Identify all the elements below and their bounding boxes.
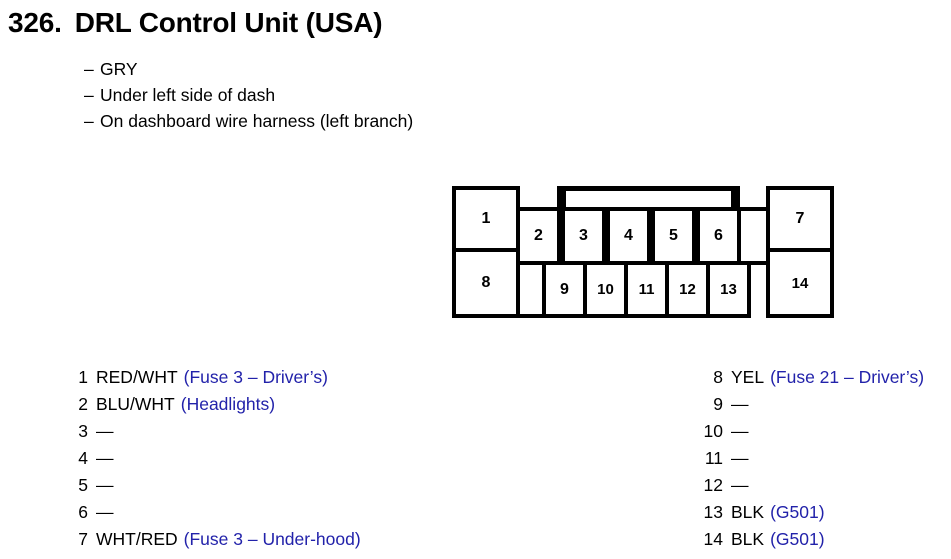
latch-post-left — [557, 186, 566, 211]
pin-description: (Fuse 21 – Driver’s) — [770, 367, 925, 387]
page-title-text: DRL Control Unit (USA) — [74, 7, 383, 38]
latch-top-bar — [557, 186, 740, 191]
pin-number: 5 — [78, 475, 88, 495]
pin-row: 7 WHT/RED(Fuse 3 – Under-hood) — [62, 526, 361, 553]
connector-pin-7: 7 — [766, 186, 834, 252]
pin-number: 8 — [713, 367, 723, 387]
pin-wire-code: — — [731, 475, 749, 495]
pin-wire-code: BLU/WHT — [96, 394, 175, 414]
latch-post-right — [731, 186, 740, 211]
pin-description: (Fuse 3 – Under-hood) — [183, 529, 361, 549]
pin-row: 4— — [62, 445, 361, 472]
pin-description: (G501) — [770, 502, 825, 522]
connector-pin-3: 3 — [561, 207, 606, 265]
note-row: –On dashboard wire harness (left branch) — [84, 108, 413, 134]
pin-number: 7 — [78, 529, 88, 549]
page-title-number: 326. — [8, 7, 62, 38]
pin-wire-code: — — [96, 502, 114, 522]
note-text: Under left side of dash — [100, 85, 276, 105]
note-dash: – — [84, 85, 94, 105]
pin-wire-code: BLK — [731, 502, 765, 522]
connector-pin-6: 6 — [696, 207, 741, 265]
connector-pin-12: 12 — [665, 261, 710, 318]
connector-pin-13: 13 — [706, 261, 751, 318]
pin-list-left: 1 RED/WHT(Fuse 3 – Driver’s) 2 BLU/WHT(Head… — [62, 364, 361, 553]
pin-row: 10 — — [697, 418, 924, 445]
note-row: –Under left side of dash — [84, 82, 413, 108]
pin-wire-code: — — [731, 394, 749, 414]
pin-row: 12 — — [697, 472, 924, 499]
pin-wire-code: BLK — [731, 529, 765, 549]
note-dash: – — [84, 111, 94, 131]
pin-row: 11 — — [697, 445, 924, 472]
connector-top-blank — [737, 207, 770, 265]
note-row: –GRY — [84, 56, 413, 82]
pin-number: 10 — [703, 421, 723, 441]
pin-number: 13 — [703, 502, 723, 522]
pin-description: (Fuse 3 – Driver’s) — [183, 367, 328, 387]
pin-number: 6 — [78, 502, 88, 522]
pin-row: 1 RED/WHT(Fuse 3 – Driver’s) — [62, 364, 361, 391]
pin-row: 3— — [62, 418, 361, 445]
pin-number: 1 — [78, 367, 88, 387]
pin-row: 8 YEL(Fuse 21 – Driver’s) — [697, 364, 924, 391]
note-text: GRY — [100, 59, 138, 79]
pin-number: 2 — [78, 394, 88, 414]
connector-pin-14: 14 — [766, 248, 834, 318]
pin-wire-code: — — [96, 475, 114, 495]
pin-number: 14 — [703, 529, 723, 549]
pin-row: 6— — [62, 499, 361, 526]
connector-pin-10: 10 — [583, 261, 628, 318]
pin-number: 12 — [703, 475, 723, 495]
pin-wire-code: WHT/RED — [96, 529, 178, 549]
pin-wire-code: YEL — [731, 367, 765, 387]
connector-pin-8: 8 — [452, 248, 520, 318]
pin-wire-code: — — [731, 421, 749, 441]
pin-wire-code: — — [96, 421, 114, 441]
pin-wire-code: — — [96, 448, 114, 468]
pin-row: 2 BLU/WHT(Headlights) — [62, 391, 361, 418]
pin-number: 9 — [713, 394, 723, 414]
connector-pin-1: 1 — [452, 186, 520, 252]
pin-row: 13 BLK(G501) — [697, 499, 924, 526]
pin-number: 3 — [78, 421, 88, 441]
note-dash: – — [84, 59, 94, 79]
pin-row: 14 BLK(G501) — [697, 526, 924, 553]
pin-wire-code: RED/WHT — [96, 367, 178, 387]
pin-row: 5— — [62, 472, 361, 499]
pin-number: 11 — [704, 448, 723, 468]
connector-pin-2: 2 — [516, 207, 561, 265]
pin-description: (G501) — [770, 529, 825, 549]
connector-pin-11: 11 — [624, 261, 669, 318]
page-title: 326. DRL Control Unit (USA) — [8, 7, 383, 39]
note-text: On dashboard wire harness (left branch) — [100, 111, 414, 131]
pin-row: 9— — [697, 391, 924, 418]
connector-pin-9: 9 — [542, 261, 587, 318]
notes-list: –GRY–Under left side of dash–On dashboar… — [84, 56, 413, 134]
pin-wire-code: — — [731, 448, 749, 468]
connector-pin-4: 4 — [606, 207, 651, 265]
pin-description: (Headlights) — [180, 394, 276, 414]
pin-number: 4 — [78, 448, 88, 468]
connector-pin-5: 5 — [651, 207, 696, 265]
